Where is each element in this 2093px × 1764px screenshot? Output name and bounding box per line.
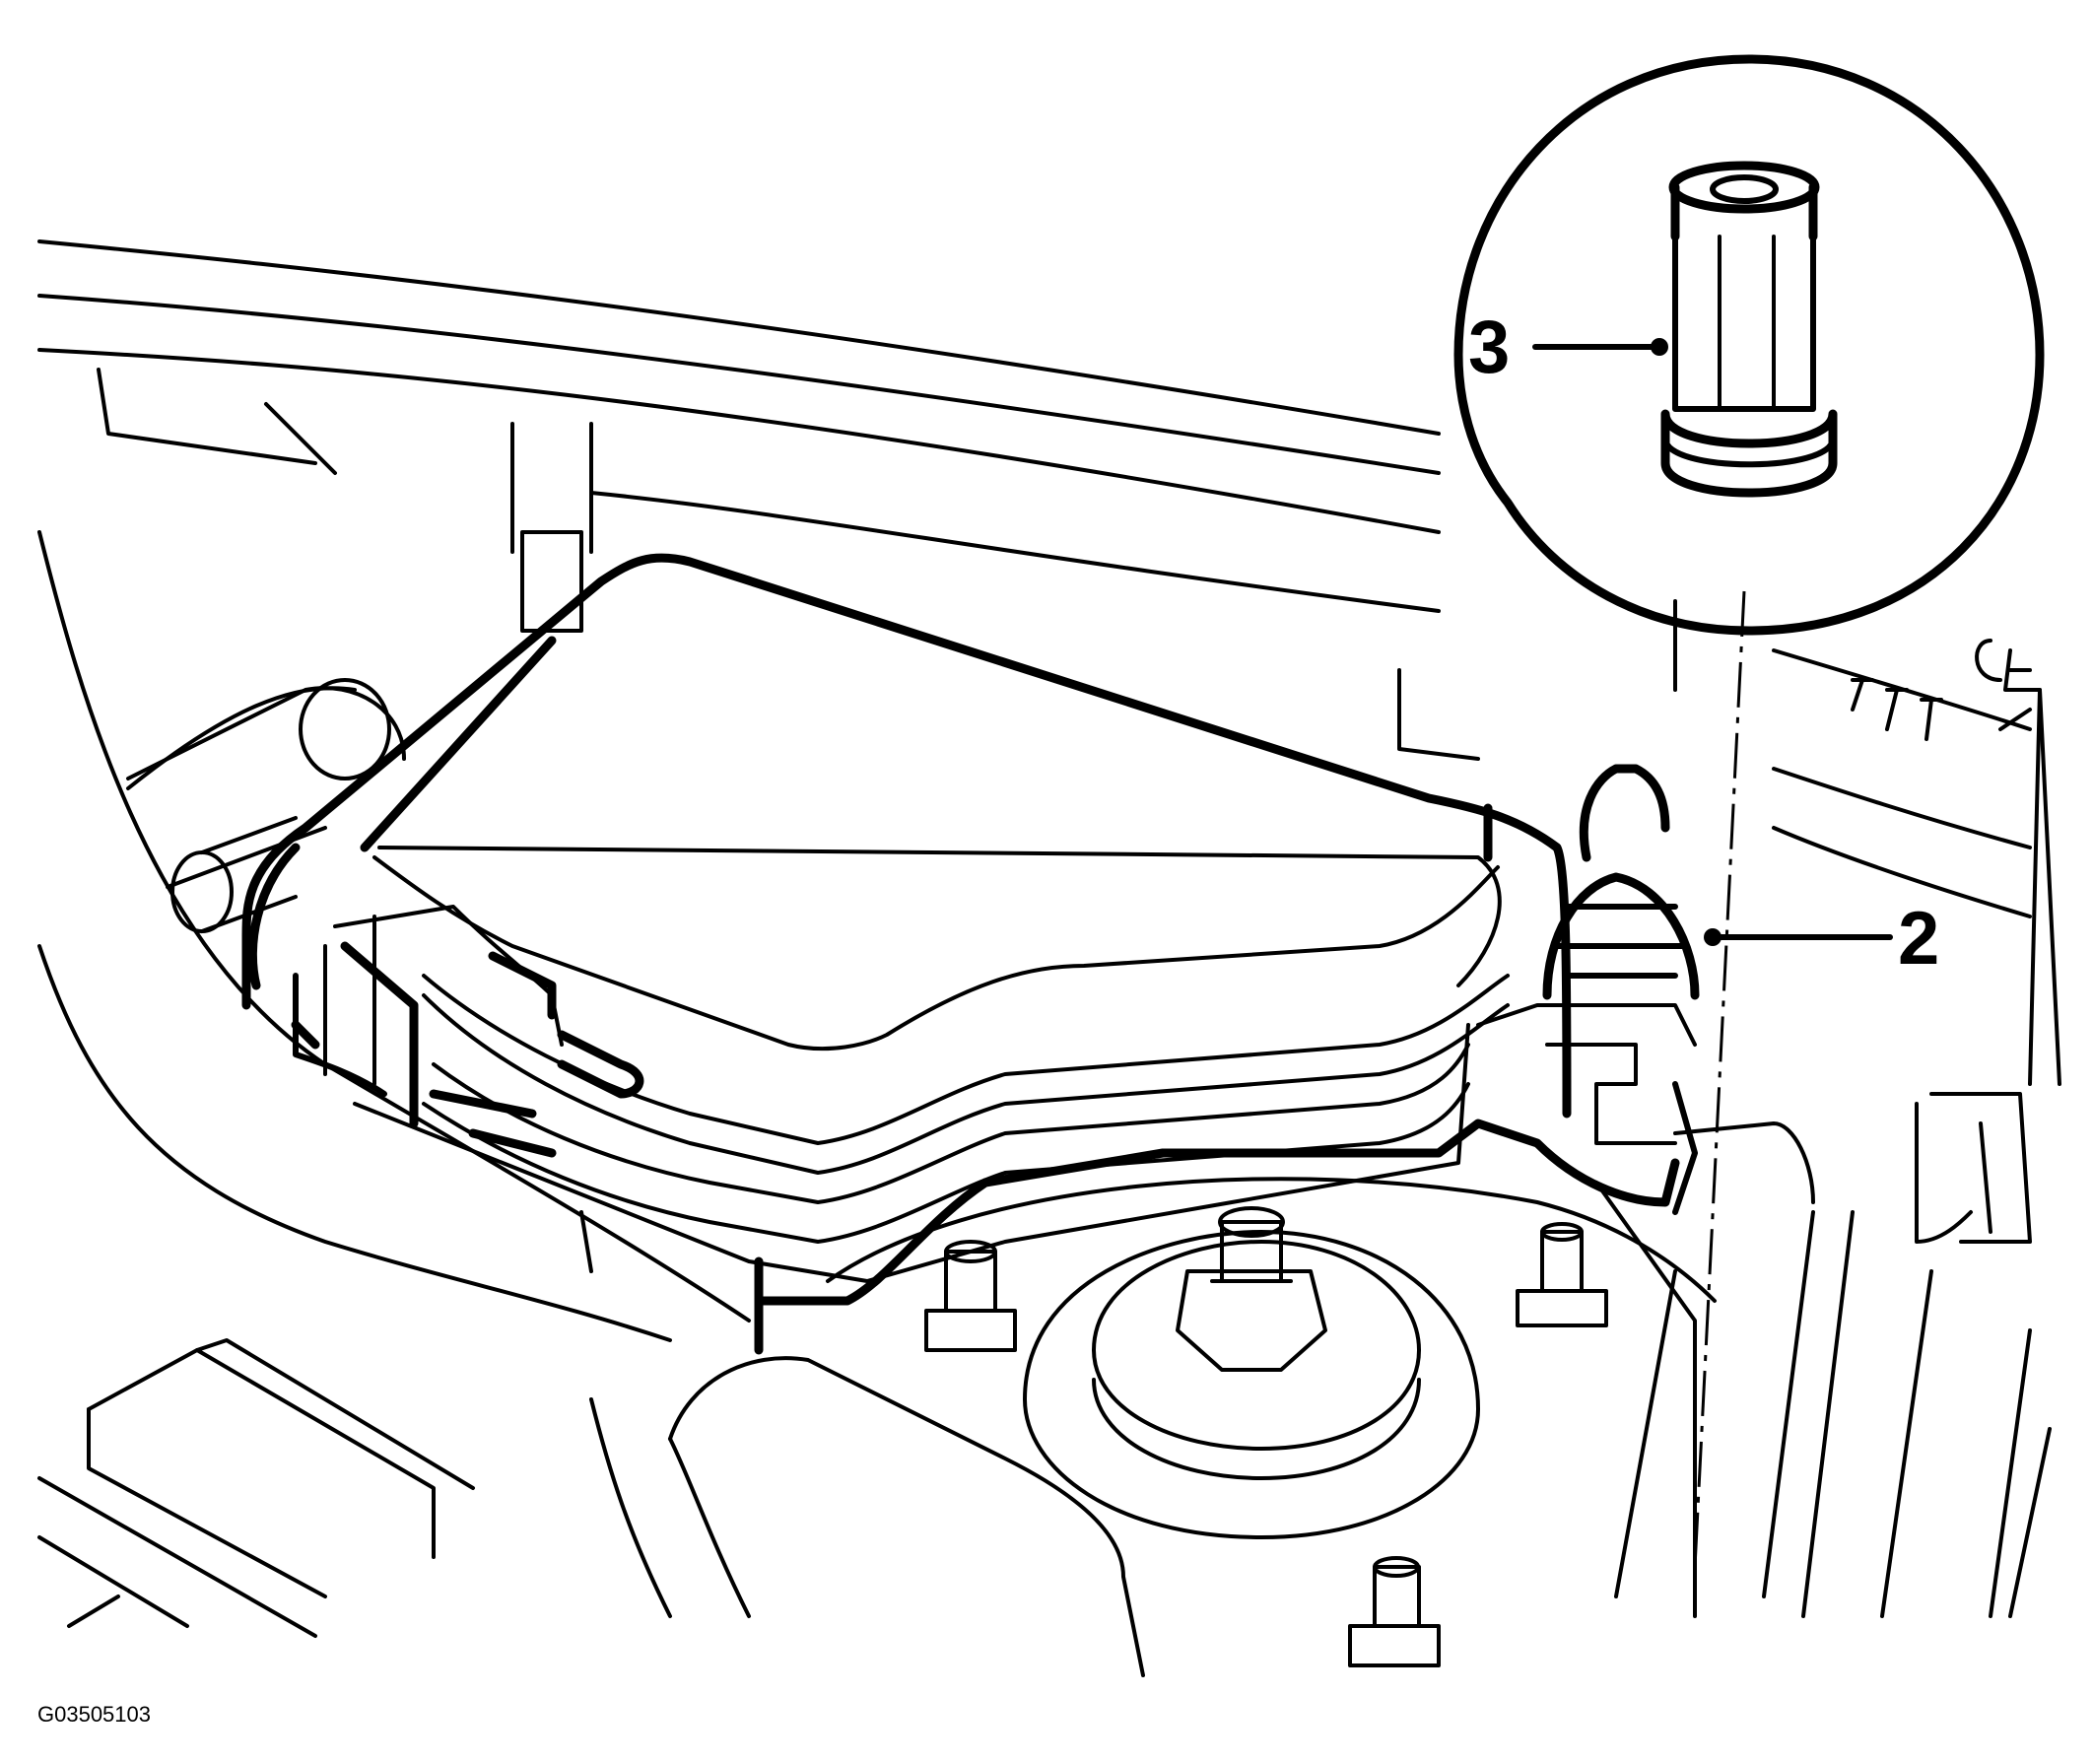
strut-mount bbox=[826, 1177, 1717, 1539]
bottom-left-block bbox=[37, 1338, 475, 1638]
nut-detail bbox=[1660, 161, 1838, 498]
callout-2-leader bbox=[1704, 928, 1893, 946]
figure-id: G03505103 bbox=[37, 1702, 151, 1727]
hose-left bbox=[126, 678, 406, 933]
connector-left bbox=[291, 905, 644, 1158]
centerline bbox=[1693, 590, 1746, 1568]
stud-bolts bbox=[924, 1222, 1608, 1667]
callout-2-label: 2 bbox=[1898, 897, 1939, 981]
callout-3-label: 3 bbox=[1468, 305, 1510, 389]
callout-3-leader bbox=[1532, 338, 1668, 356]
sensor-connector bbox=[1476, 764, 1700, 1215]
hood-strut-area bbox=[1594, 639, 2061, 1618]
module-housing bbox=[241, 553, 1680, 1355]
cowl-panel bbox=[37, 239, 2032, 761]
detail-circle bbox=[1453, 54, 2045, 636]
hose-bottom bbox=[589, 1356, 1145, 1677]
